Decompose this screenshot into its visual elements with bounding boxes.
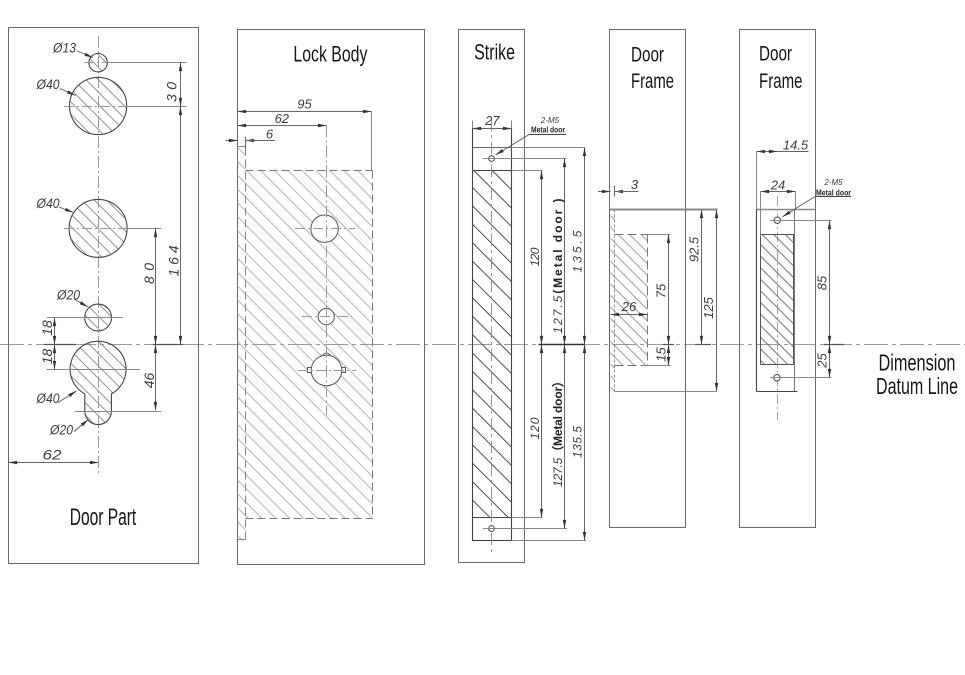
svg-text:62: 62	[275, 111, 290, 126]
svg-text:Metal door: Metal door	[531, 126, 565, 135]
svg-text:Ø40: Ø40	[36, 390, 60, 406]
svg-text:Frame: Frame	[759, 69, 803, 93]
svg-text:135.5: 135.5	[571, 426, 585, 458]
svg-text:125: 125	[701, 296, 716, 318]
svg-text:6: 6	[266, 127, 274, 142]
svg-text:127.5(Metal door ): 127.5(Metal door )	[551, 199, 565, 334]
svg-text:Dimension: Dimension	[879, 350, 956, 376]
svg-text:18: 18	[39, 320, 55, 336]
svg-text:164: 164	[166, 245, 182, 276]
svg-text:2-M5: 2-M5	[823, 178, 843, 187]
svg-text:Ø40: Ø40	[36, 195, 60, 211]
svg-text:135.5: 135.5	[571, 230, 585, 272]
svg-text:85: 85	[815, 275, 830, 290]
svg-text:3: 3	[631, 177, 639, 192]
svg-text:Frame: Frame	[631, 69, 674, 93]
svg-text:24: 24	[770, 178, 785, 193]
svg-text:92.5: 92.5	[687, 236, 702, 262]
svg-text:120: 120	[528, 417, 542, 439]
svg-text:75: 75	[654, 283, 669, 298]
svg-text:27: 27	[484, 113, 500, 128]
svg-text:Door: Door	[759, 42, 792, 66]
svg-text:26: 26	[621, 299, 637, 314]
svg-text:Metal door: Metal door	[816, 188, 851, 197]
svg-text:Door Part: Door Part	[70, 504, 137, 531]
svg-text:Ø20: Ø20	[49, 422, 73, 438]
svg-text:62: 62	[43, 447, 62, 463]
svg-text:95: 95	[297, 97, 312, 112]
svg-text:2-M5: 2-M5	[540, 116, 560, 125]
svg-text:14.5: 14.5	[783, 138, 809, 153]
svg-text:Door: Door	[631, 43, 664, 67]
svg-text:46: 46	[141, 373, 157, 389]
svg-text:Ø40: Ø40	[36, 76, 60, 92]
svg-text:127.5（Metal door）: 127.5（Metal door）	[550, 375, 565, 487]
svg-text:Lock Body: Lock Body	[293, 42, 367, 67]
svg-text:Datum Line: Datum Line	[876, 373, 958, 399]
svg-text:18: 18	[39, 349, 55, 365]
svg-text:Ø13: Ø13	[52, 40, 76, 56]
svg-text:Strike: Strike	[474, 40, 515, 65]
svg-text:120: 120	[528, 247, 542, 266]
svg-text:15: 15	[654, 347, 669, 362]
svg-text:25: 25	[815, 353, 830, 369]
svg-text:Ø20: Ø20	[56, 287, 80, 303]
